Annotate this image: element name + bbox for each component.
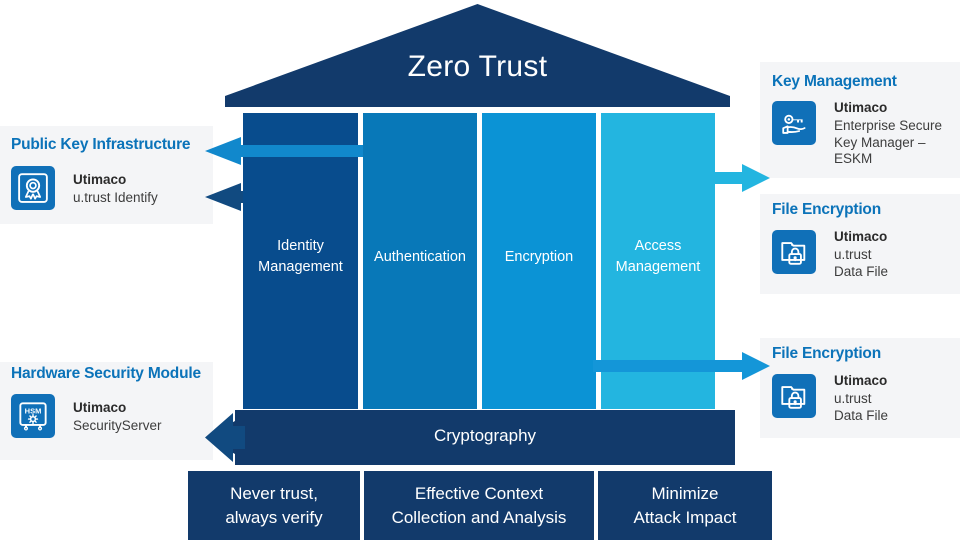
pillar-encryption — [482, 113, 596, 409]
panel-brand-public-key-infrastructure: Utimaco — [73, 172, 127, 187]
arrow-cryptography-to-hsm — [205, 413, 245, 462]
certificate-badge-icon — [11, 166, 55, 210]
panel-title-file-encryption-lower: File Encryption — [772, 345, 881, 362]
panel-product-public-key-infrastructure: u.trust Identify — [73, 190, 158, 205]
principle-box-never-trust — [188, 471, 360, 540]
pillar-label-access-management: Access Management — [615, 238, 701, 275]
pillar-label-encryption: Encryption — [504, 249, 574, 265]
panel-product-file-encryption-upper: u.trust Data File — [834, 247, 889, 279]
pillar-identity-management — [243, 113, 358, 409]
panel-title-file-encryption-upper: File Encryption — [772, 201, 881, 218]
panel-product-key-management: Enterprise Secure Key Manager – ESKM — [834, 118, 943, 166]
panel-brand-file-encryption-upper: Utimaco — [834, 229, 888, 244]
panel-title-public-key-infrastructure: Public Key Infrastructure — [11, 136, 191, 153]
arrow-pillars-to-pki — [205, 183, 260, 211]
principle-label-effective-context: Effective Context Collection and Analysi… — [391, 483, 567, 527]
principle-label-never-trust: Never trust, always verify — [225, 483, 323, 527]
pillar-label-identity-management: Identity Management — [258, 238, 343, 275]
folder-lock-icon — [772, 230, 816, 274]
arrow-access-management-to-file-encryption — [593, 352, 770, 380]
folder-lock-icon — [772, 374, 816, 418]
arrow-cross-identity-management — [243, 145, 363, 157]
panel-brand-hardware-security-module: Utimaco — [73, 400, 127, 415]
panel-title-key-management: Key Management — [772, 73, 897, 90]
panel-brand-file-encryption-lower: Utimaco — [834, 373, 888, 388]
pillar-label-authentication: Authentication — [374, 249, 466, 265]
pillar-authentication — [363, 113, 477, 409]
panel-product-file-encryption-lower: u.trust Data File — [834, 391, 889, 423]
key-in-hand-icon — [772, 101, 816, 145]
svg-text:HSM: HSM — [25, 407, 42, 416]
principle-box-minimize-attack-impact — [598, 471, 772, 540]
pillar-access-management — [601, 113, 715, 409]
panel-product-hardware-security-module: SecurityServer — [73, 418, 162, 433]
arrow-access-management-to-key-management — [700, 164, 770, 192]
panel-brand-key-management: Utimaco — [834, 100, 888, 115]
hsm-safe-icon: HSM — [11, 394, 55, 438]
principle-label-minimize-attack-impact: Minimize Attack Impact — [633, 483, 737, 527]
base-cryptography — [225, 410, 735, 465]
panel-title-hardware-security-module: Hardware Security Module — [11, 365, 201, 382]
roof-label: Zero Trust — [407, 50, 548, 83]
principle-box-effective-context — [364, 471, 594, 540]
roof-zero-trust — [225, 4, 730, 107]
base-label-cryptography: Cryptography — [433, 426, 537, 445]
